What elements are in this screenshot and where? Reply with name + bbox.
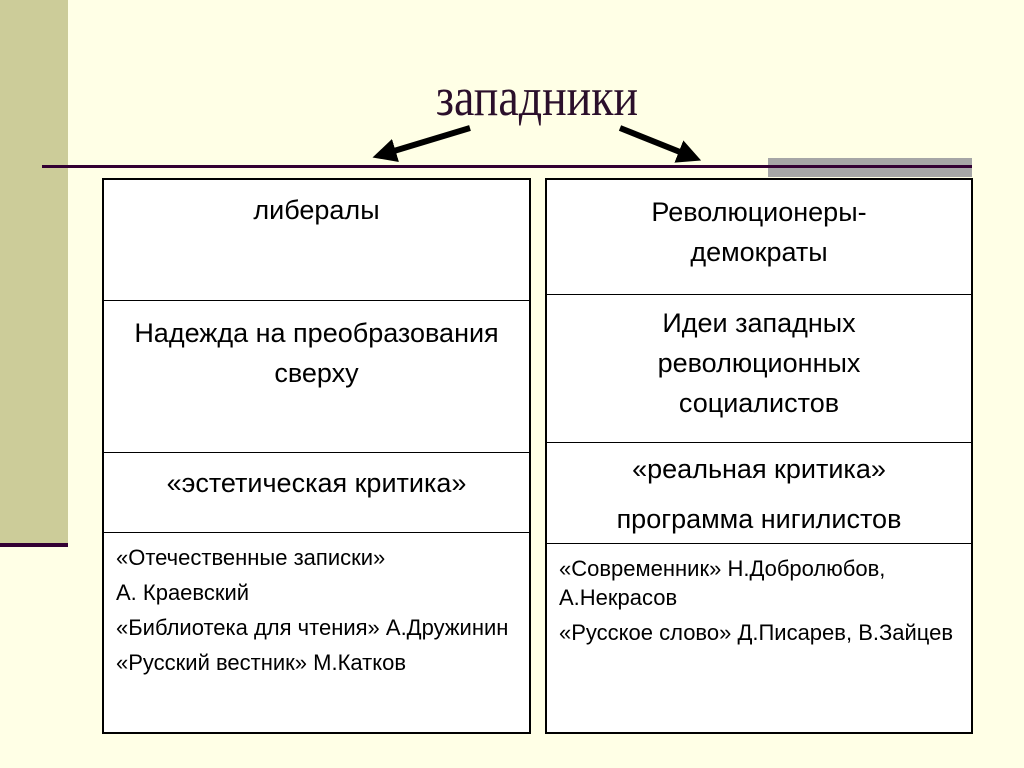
arrow-left-icon <box>372 125 471 163</box>
journal-item: «Русский вестник» М.Катков <box>116 650 407 675</box>
democrats-idea: Идеи западных революционных социалистов <box>547 294 971 442</box>
liberals-idea: Надежда на преобразования сверху <box>104 300 529 452</box>
program-label: программа нигилистов <box>616 504 902 534</box>
democrats-table: Революционеры-демократы Идеи западных ре… <box>545 178 973 734</box>
journal-item: «Современник» Н.Добролюбов, А.Некрасов <box>559 556 886 610</box>
democrats-header: Революционеры-демократы <box>651 197 867 267</box>
arrow-right-icon <box>618 125 702 163</box>
liberals-criticism: «эстетическая критика» <box>104 452 529 532</box>
liberals-journals: «Отечественные записки» А. Краевский «Би… <box>104 532 529 732</box>
decor-line <box>0 543 68 547</box>
liberals-header: либералы <box>253 195 380 225</box>
criticism-label: «реальная критика» <box>632 454 886 484</box>
liberals-table: либералы Надежда на преобразования сверх… <box>102 178 531 734</box>
slide-title: западники <box>435 67 639 127</box>
journal-item: «Отечественные записки» <box>116 545 386 570</box>
journal-item: «Русское слово» Д.Писарев, В.Зайцев <box>559 620 954 645</box>
divider <box>42 165 972 168</box>
journal-item: А. Краевский <box>116 580 250 605</box>
journal-item: «Библиотека для чтения» А.Дружинин <box>116 615 509 640</box>
left-decor-band <box>0 0 68 545</box>
democrats-criticism: «реальная критика» программа нигилистов <box>547 442 971 543</box>
democrats-journals: «Современник» Н.Добролюбов, А.Некрасов «… <box>547 543 971 732</box>
